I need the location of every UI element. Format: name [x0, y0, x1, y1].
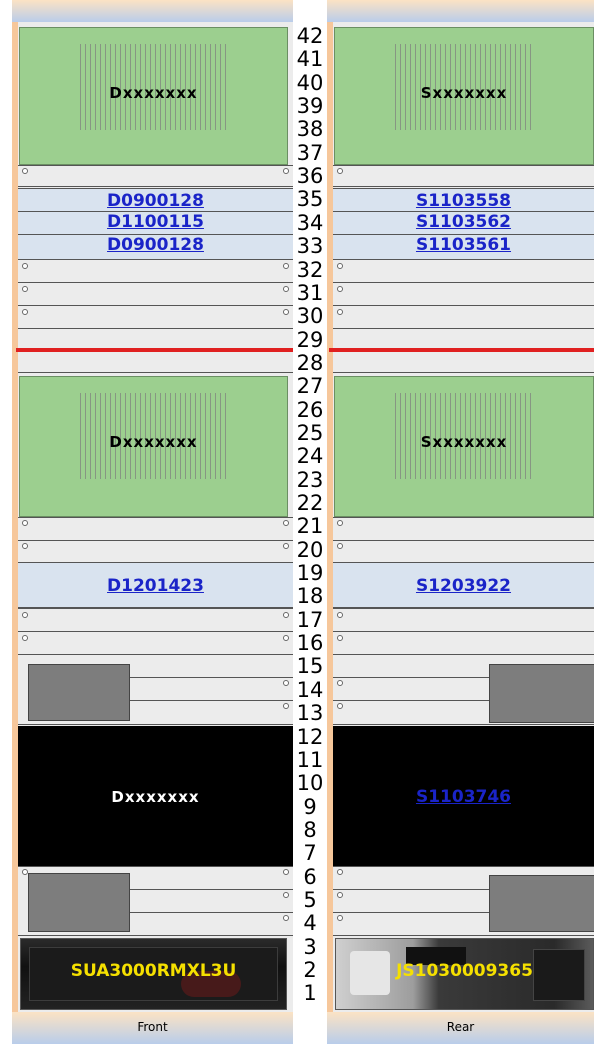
rear-mid-server: Sxxxxxxx [334, 376, 594, 517]
server-label: Sxxxxxxx [420, 433, 508, 451]
front-device-2: D1100115 [18, 211, 293, 234]
unit-number: 16 [296, 631, 324, 656]
device-link[interactable]: S1103561 [415, 235, 512, 255]
unit-number: 12 [296, 724, 324, 749]
unit-number: 7 [303, 841, 317, 866]
front-device-3: D0900128 [18, 234, 293, 259]
vent-grille [395, 44, 533, 130]
unit-number: 25 [296, 420, 324, 445]
blank-panel [28, 873, 130, 932]
server-label: Dxxxxxxx [111, 788, 200, 806]
front-label: Front [137, 1020, 168, 1034]
unit-number: 4 [303, 911, 317, 936]
device-link[interactable]: S1103746 [415, 787, 512, 807]
blank-panel [28, 664, 130, 721]
vent-grille [80, 393, 227, 479]
unit-number: 32 [296, 257, 324, 282]
separator-line [16, 348, 293, 352]
unit-number: 10 [296, 771, 324, 796]
device-link[interactable]: S1103562 [415, 212, 512, 232]
rear-label: Rear [446, 1020, 475, 1034]
unit-number: 37 [296, 140, 324, 165]
front-ups: SUA3000RMXL3U [20, 938, 287, 1010]
server-label: Dxxxxxxx [109, 433, 198, 451]
separator-line [329, 348, 594, 352]
unit-number: 21 [296, 514, 324, 539]
front-bottom-cap: Front [12, 1012, 293, 1044]
unit-number: 42 [296, 24, 324, 48]
unit-number: 36 [296, 164, 324, 189]
unit-number: 5 [303, 887, 317, 912]
rear-black-server: S1103746 [333, 726, 594, 866]
front-rack: Dxxxxxxx D0900128 D1100115 D0900128 Dxxx… [12, 0, 293, 1044]
device-link[interactable]: D0900128 [107, 235, 204, 255]
device-link[interactable]: D1100115 [107, 212, 204, 232]
unit-number: 28 [296, 350, 324, 375]
unit-number: 34 [296, 210, 324, 235]
unit-number: 41 [296, 47, 324, 72]
front-rail [12, 22, 18, 1012]
front-black-server: Dxxxxxxx [18, 726, 293, 866]
unit-number: 22 [296, 491, 324, 515]
unit-number: 1 [303, 981, 317, 1006]
unit-number: 23 [296, 467, 324, 492]
front-top-cap [12, 0, 293, 22]
front-device-4: D1201423 [18, 562, 293, 608]
device-link[interactable]: S1203922 [415, 576, 512, 596]
ups-label: JS1030009365 [396, 961, 533, 981]
unit-number: 6 [303, 864, 317, 889]
blank-panel [489, 875, 594, 932]
rear-rail [327, 22, 333, 1012]
ups-label: SUA3000RMXL3U [70, 961, 237, 981]
unit-number: 26 [296, 397, 324, 422]
unit-number: 38 [296, 117, 324, 142]
rear-device-3: S1103561 [333, 234, 594, 259]
front-mid-server: Dxxxxxxx [19, 376, 288, 517]
blank-panel [489, 664, 594, 723]
rear-device-1: S1103558 [333, 188, 594, 211]
unit-number: 24 [296, 444, 324, 469]
unit-number: 30 [296, 304, 324, 329]
rear-top-server: Sxxxxxxx [334, 27, 594, 165]
vent-grille [80, 44, 227, 130]
unit-number: 29 [296, 327, 324, 352]
front-device-1: D0900128 [18, 188, 293, 211]
unit-number: 40 [296, 70, 324, 95]
unit-number: 39 [296, 94, 324, 119]
rear-top-cap [327, 0, 594, 22]
unit-number: 9 [303, 794, 317, 819]
unit-number: 3 [303, 934, 317, 959]
device-link[interactable]: D1201423 [107, 576, 204, 596]
unit-number: 17 [296, 607, 324, 632]
server-label: Sxxxxxxx [420, 84, 508, 102]
unit-number: 27 [296, 374, 324, 399]
unit-number: 18 [296, 584, 324, 609]
server-label: Dxxxxxxx [109, 84, 198, 102]
unit-number: 19 [296, 561, 324, 586]
unit-number: 13 [296, 701, 324, 726]
unit-number: 33 [296, 234, 324, 259]
unit-number: 15 [296, 654, 324, 679]
rear-ups: JS1030009365 [335, 938, 594, 1010]
rear-bottom-cap: Rear [327, 1012, 594, 1044]
unit-number: 2 [303, 958, 317, 982]
device-link[interactable]: S1103558 [415, 191, 512, 211]
unit-number: 8 [303, 817, 317, 842]
rear-device-4: S1203922 [333, 562, 594, 608]
device-link[interactable]: D0900128 [107, 191, 204, 211]
unit-number: 14 [296, 677, 324, 702]
rear-device-2: S1103562 [333, 211, 594, 234]
unit-number: 35 [296, 187, 324, 212]
rear-rack: Sxxxxxxx S1103558 S1103562 S1103561 Sxxx… [327, 0, 594, 1044]
vent-grille [395, 393, 533, 479]
front-top-server: Dxxxxxxx [19, 27, 288, 165]
unit-number: 11 [296, 747, 324, 772]
unit-number: 31 [296, 280, 324, 305]
unit-number: 20 [296, 537, 324, 562]
